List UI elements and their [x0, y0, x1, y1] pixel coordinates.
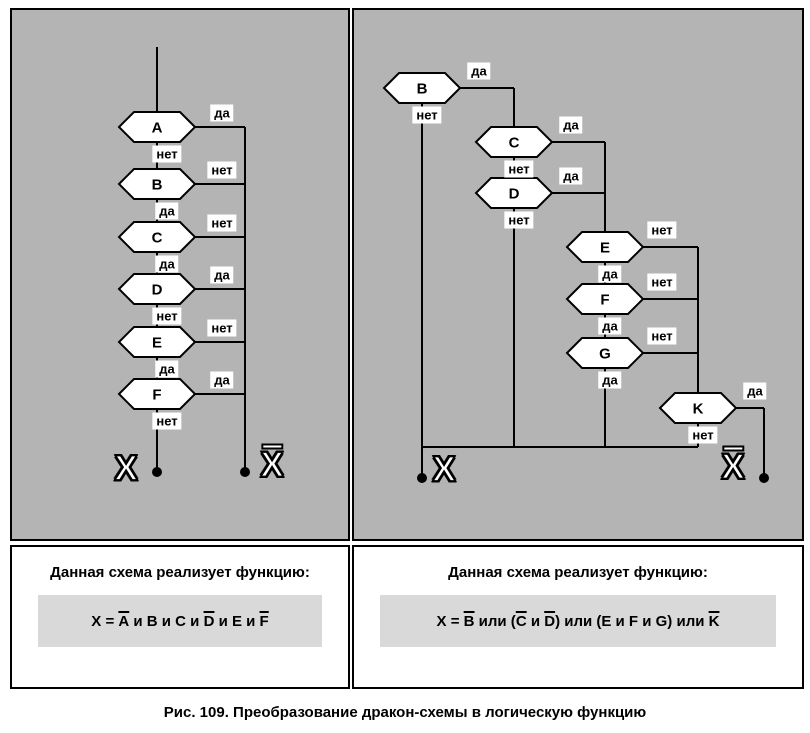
formula-text: X = [91, 612, 119, 630]
output-letter: X [259, 445, 284, 485]
hexagon-condition-node [474, 177, 554, 209]
output-x: X [113, 449, 138, 488]
formula-text: и E и [214, 612, 260, 630]
branch-label-side: да [559, 167, 583, 185]
hexagon-node-label: B [152, 177, 163, 194]
hexagon-node-label: E [152, 335, 162, 352]
hexagon-node-label: C [509, 135, 520, 152]
hexagon-node-label: C [152, 230, 163, 247]
flowchart-left-canvas: A B C D E F [117, 47, 250, 477]
overline-bar [721, 445, 744, 452]
output-letter: X [720, 447, 745, 487]
hexagon-condition-node [117, 221, 197, 253]
formula-text: и [526, 612, 545, 630]
branch-label-down: да [598, 317, 622, 335]
formula-box-right: X = B или (C и D) или (E и F и G) или K [380, 595, 776, 647]
hexagon-condition-node [117, 111, 197, 143]
branch-label-side: нет [207, 214, 237, 232]
output-x: X [431, 450, 456, 489]
branch-label-side: да [559, 116, 583, 134]
output-x-inverted: X [720, 445, 746, 487]
branch-label-down: да [598, 371, 622, 389]
hexagon-node-label: A [152, 120, 163, 137]
formula-overlined-term: D [544, 612, 556, 630]
branch-label-down: да [598, 265, 622, 283]
hexagon-condition-node [474, 126, 554, 158]
overline-bar [260, 443, 283, 450]
branch-label-side: да [210, 371, 234, 389]
hexagon-node-label: F [600, 292, 609, 309]
branch-label-down: да [155, 202, 179, 220]
branch-label-down: нет [152, 307, 182, 325]
hexagon-condition-node [117, 378, 197, 410]
terminal-dot [240, 467, 250, 477]
formula-overlined-term: D [203, 612, 215, 630]
branch-label-side: да [467, 62, 491, 80]
branch-label-side: нет [647, 273, 677, 291]
branch-label-side: нет [207, 319, 237, 337]
branch-label-down: нет [412, 106, 442, 124]
hexagon-condition-node [658, 392, 738, 424]
formula-text: или ( [474, 612, 516, 630]
hexagon-condition-node [565, 337, 645, 369]
hexagon-condition-node [117, 326, 197, 358]
formula-box-left: X = A и B и C и D и E и F [38, 595, 322, 647]
branch-label-down: нет [152, 412, 182, 430]
terminal-dot [152, 467, 162, 477]
hexagon-condition-node [117, 273, 197, 305]
output-letter: X [431, 450, 456, 489]
function-heading-left: Данная схема реализует функцию: [50, 564, 310, 581]
branch-label-down: нет [152, 145, 182, 163]
branch-label-side: да [210, 266, 234, 284]
hexagon-node-label: E [600, 240, 610, 257]
branch-label-side: нет [207, 161, 237, 179]
branch-label-down: нет [688, 426, 718, 444]
hexagon-node-label: D [509, 186, 520, 203]
formula-overlined-term: K [708, 612, 720, 630]
formula-overlined-term: B [463, 612, 475, 630]
hexagon-condition-node [565, 231, 645, 263]
branch-label-down: нет [504, 160, 534, 178]
branch-label-side: да [743, 382, 767, 400]
hexagon-condition-node [565, 283, 645, 315]
drakon-panel-right: B C D E F G K да нет да нет да нет нет да нет да нет да да… [352, 8, 804, 541]
hexagon-node-label: B [417, 81, 428, 98]
output-x-inverted: X [259, 443, 285, 485]
hexagon-node-label: K [693, 401, 704, 418]
output-letter: X [113, 449, 138, 488]
hexagon-node-label: F [152, 387, 161, 404]
terminal-dot [417, 473, 427, 483]
function-panel-right: Данная схема реализует функцию: X = B ил… [352, 545, 804, 689]
hexagon-node-label: D [152, 282, 163, 299]
terminal-dot [759, 473, 769, 483]
flowchart-right-canvas: B C D E F G K [382, 72, 769, 483]
branch-label-down: да [155, 360, 179, 378]
branch-label-down: да [155, 255, 179, 273]
formula-overlined-term: C [515, 612, 527, 630]
hexagon-node-label: G [599, 346, 611, 363]
formula-text: X = [436, 612, 464, 630]
branch-label-side: нет [647, 221, 677, 239]
function-heading-right: Данная схема реализует функцию: [448, 564, 708, 581]
formula-text: и B и C и [129, 612, 204, 630]
figure-caption: Рис. 109. Преобразование дракон-схемы в … [163, 704, 647, 721]
branch-label-side: да [210, 104, 234, 122]
formula-text: ) или (E и F и G) или [555, 612, 709, 630]
formula-overlined-term: F [259, 612, 269, 630]
branch-label-side: нет [647, 327, 677, 345]
branch-label-down: нет [504, 211, 534, 229]
function-panel-left: Данная схема реализует функцию: X = A и … [10, 545, 350, 689]
formula-overlined-term: A [118, 612, 130, 630]
hexagon-condition-node [382, 72, 462, 104]
hexagon-condition-node [117, 168, 197, 200]
